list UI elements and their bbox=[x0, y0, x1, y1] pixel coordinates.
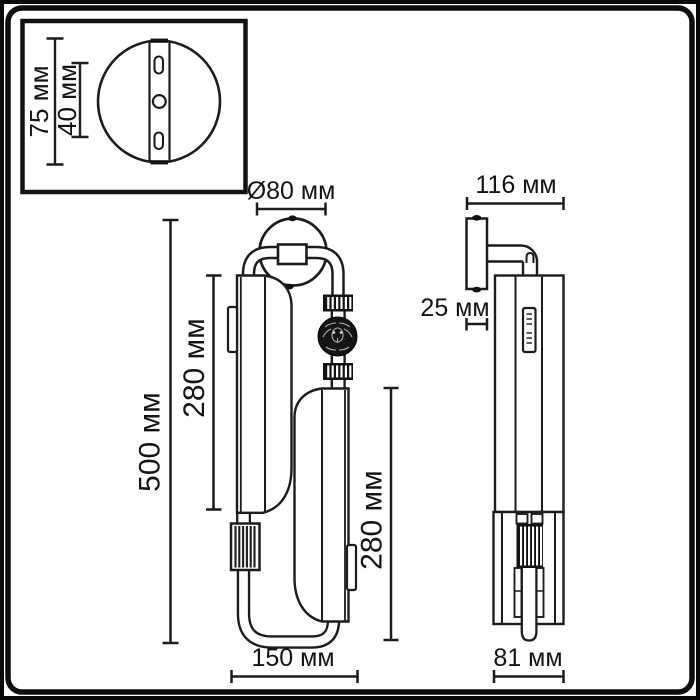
dim-label-75mm: 75 мм bbox=[24, 66, 54, 138]
knurled-ring-icon bbox=[323, 294, 353, 312]
dim-label-width-81mm: 81 мм bbox=[493, 644, 562, 672]
knurled-cylinder-icon bbox=[229, 522, 261, 572]
brand-label bbox=[521, 306, 537, 354]
right-side-switch bbox=[345, 543, 358, 592]
rounded-border bbox=[5, 5, 695, 695]
knurled-ring-icon bbox=[323, 363, 353, 380]
side-view: 116 мм 25 мм 81 мм bbox=[420, 171, 565, 683]
center-hole bbox=[151, 93, 167, 109]
knurled-ring-icon bbox=[516, 524, 543, 568]
wall-plate-side bbox=[465, 217, 489, 291]
dim-label-plate-25mm: 25 мм bbox=[420, 294, 489, 322]
inset-mounting-plate-view: 75 мм 40 мм bbox=[20, 18, 248, 195]
mount-block bbox=[276, 243, 308, 266]
lion-head-sphere-icon bbox=[317, 316, 358, 357]
dim-label-width-150mm: 150 мм bbox=[251, 644, 334, 672]
front-view: Ø80 мм 500 мм 280 мм 280 мм 150 мм bbox=[133, 177, 399, 683]
dim-label-right-280mm: 280 мм bbox=[355, 470, 388, 570]
side-tube-end bbox=[520, 568, 538, 642]
dim-label-height-500mm: 500 мм bbox=[133, 392, 166, 492]
dim-label-40mm: 40 мм bbox=[52, 64, 82, 136]
screw-dot-top bbox=[288, 215, 297, 222]
side-arm-elbow bbox=[520, 244, 539, 277]
dim-label-depth-116mm: 116 мм bbox=[475, 171, 556, 199]
dim-label-left-280mm: 280 мм bbox=[178, 318, 211, 418]
screw-slot-bottom bbox=[153, 131, 165, 151]
dim-label-diameter-80mm: Ø80 мм bbox=[247, 177, 336, 205]
screw-slot-top bbox=[153, 55, 165, 75]
left-side-switch bbox=[226, 305, 239, 354]
